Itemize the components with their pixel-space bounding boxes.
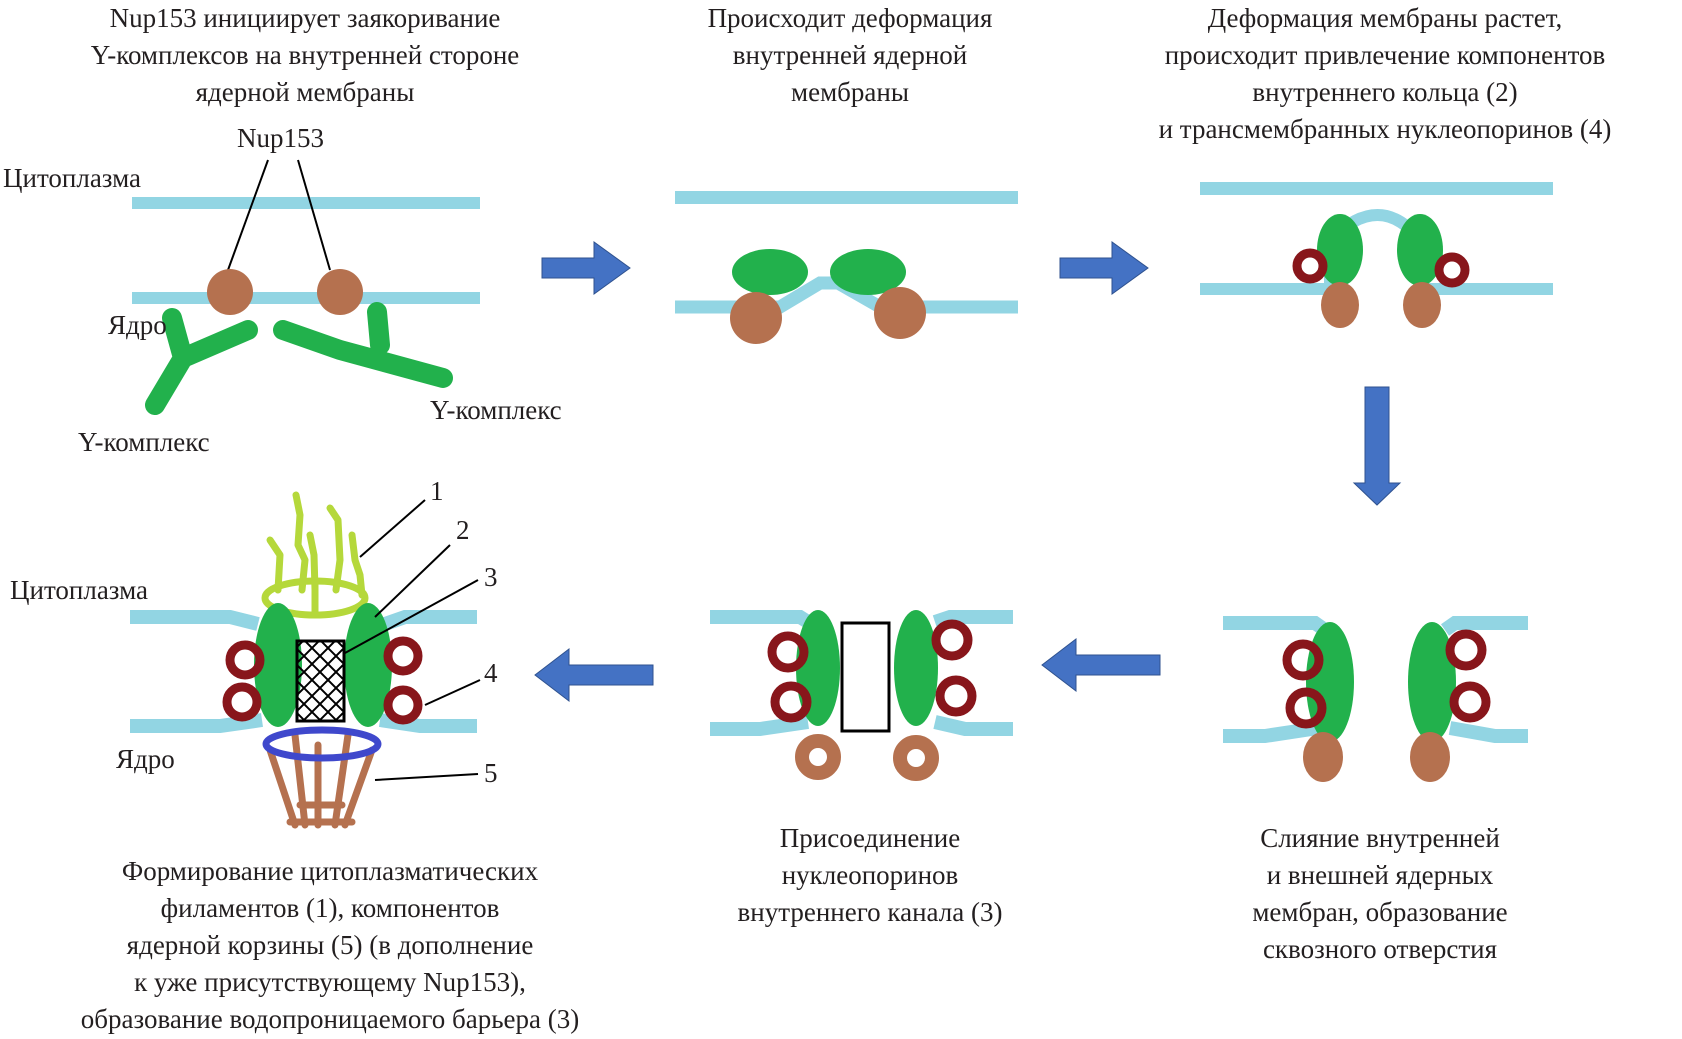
- arrow-left-icon: [1041, 637, 1161, 693]
- inner-membrane-deformed: [1200, 209, 1553, 295]
- central-channel: [840, 621, 891, 733]
- outer-membrane-left: [130, 610, 260, 631]
- callout-line-4: [424, 679, 481, 706]
- inner-ring-right: [894, 610, 938, 726]
- nup153-label: Nup153: [237, 123, 324, 153]
- nup153-right: [893, 735, 939, 781]
- transmembrane-nup: [1282, 639, 1324, 681]
- outer-membrane-left: [710, 610, 812, 628]
- nup153-left: [1303, 732, 1343, 782]
- inner-ring-left: [254, 603, 302, 727]
- step6-panel: [130, 491, 481, 829]
- outer-membrane-right: [932, 610, 1013, 629]
- nup153-left: [207, 269, 253, 315]
- inner-membrane-right: [933, 715, 1013, 736]
- step4-panel: [1223, 616, 1528, 782]
- transmembrane-nup-right: [1434, 252, 1470, 288]
- nup153-pointer-left: [227, 159, 269, 271]
- y-complex-left: [732, 249, 808, 295]
- inner-membrane-right: [378, 713, 477, 733]
- outer-membrane-left: [1223, 616, 1330, 636]
- cytoplasm-label: Цитоплазма: [10, 575, 148, 605]
- y-complex-right: [273, 302, 453, 388]
- transmembrane-nup: [767, 631, 809, 673]
- nucleus-label: Ядро: [116, 744, 175, 774]
- transmembrane-nup: [770, 681, 812, 723]
- arrow-left-icon: [534, 647, 654, 703]
- transmembrane-nup: [383, 685, 423, 725]
- water-permeable-barrier: [295, 639, 346, 723]
- transmembrane-nup: [222, 682, 262, 722]
- callout-number-1: 1: [430, 476, 444, 506]
- outer-membrane: [1200, 182, 1553, 195]
- outer-membrane-right: [1440, 616, 1528, 636]
- arrow-right-icon: [1059, 241, 1149, 295]
- step5-panel: [710, 610, 1013, 781]
- transmembrane-nup: [1445, 629, 1487, 671]
- callout-line-3: [344, 579, 479, 654]
- callout-line-5: [374, 773, 479, 781]
- nup153-right: [317, 269, 363, 315]
- step5-caption: Присоединение нуклеопоринов внутреннего …: [737, 823, 1003, 927]
- outer-membrane: [675, 191, 1018, 204]
- callout-line-2: [374, 544, 451, 618]
- step6-caption: Формирование цитоплазматических филамент…: [80, 856, 580, 1034]
- callout-number-4: 4: [484, 658, 498, 688]
- transmembrane-nup: [1285, 687, 1327, 729]
- nup153-left: [795, 734, 841, 780]
- transmembrane-nup: [383, 636, 423, 676]
- step3-caption: Деформация мембраны растет, происходит п…: [1158, 3, 1612, 144]
- inner-membrane: [132, 292, 480, 304]
- inner-ring-right: [1397, 214, 1443, 286]
- inner-ring-left: [1317, 214, 1363, 286]
- step2-panel: [675, 191, 1018, 344]
- inner-membrane-left: [1223, 721, 1320, 743]
- inner-membrane-left: [130, 713, 263, 733]
- transmembrane-nup: [935, 675, 977, 717]
- callout-number-5: 5: [484, 758, 498, 788]
- nup153-right: [1410, 732, 1450, 782]
- inner-ring-right: [1408, 622, 1456, 742]
- transmembrane-nup: [225, 640, 265, 680]
- step1-caption: Nup153 инициирует заякоривание Y-комплек…: [90, 3, 520, 107]
- nuclear-basket: [266, 731, 376, 829]
- callout-line-1: [359, 499, 426, 558]
- outer-membrane-right: [382, 610, 477, 631]
- nup153-right: [874, 287, 926, 339]
- y-complex-left: [145, 308, 258, 415]
- inner-membrane-right: [1448, 721, 1528, 743]
- cytoplasm-label: Цитоплазма: [3, 163, 141, 193]
- transmembrane-nup: [1449, 681, 1491, 723]
- nucleus-label: Ядро: [108, 310, 167, 340]
- step3-panel: [1200, 182, 1553, 328]
- inner-membrane-left: [710, 715, 810, 736]
- step2-caption: Происходит деформация внутренней ядерной…: [707, 3, 993, 107]
- outer-membrane: [132, 197, 480, 209]
- nup153-left: [730, 292, 782, 344]
- transmembrane-nup-left: [1292, 248, 1328, 284]
- y-complex-label-left: Y-комплекс: [78, 427, 210, 457]
- nup153-left: [1321, 282, 1359, 328]
- cytoplasmic-filaments: [261, 491, 369, 619]
- step4-caption: Слияние внутренней и внешней ядерных мем…: [1252, 823, 1508, 964]
- basket-ring: [262, 726, 382, 762]
- nup153-pointer-right: [297, 159, 331, 271]
- callout-number-3: 3: [484, 562, 498, 592]
- transmembrane-nup: [931, 619, 973, 661]
- nup153-right: [1403, 282, 1441, 328]
- arrow-down-icon: [1352, 386, 1402, 506]
- callout-number-2: 2: [456, 515, 470, 545]
- y-complex-label-right: Y-комплекс: [430, 395, 562, 425]
- step1-panel: [132, 159, 480, 415]
- arrow-right-icon: [541, 241, 631, 295]
- y-complex-right: [830, 249, 906, 295]
